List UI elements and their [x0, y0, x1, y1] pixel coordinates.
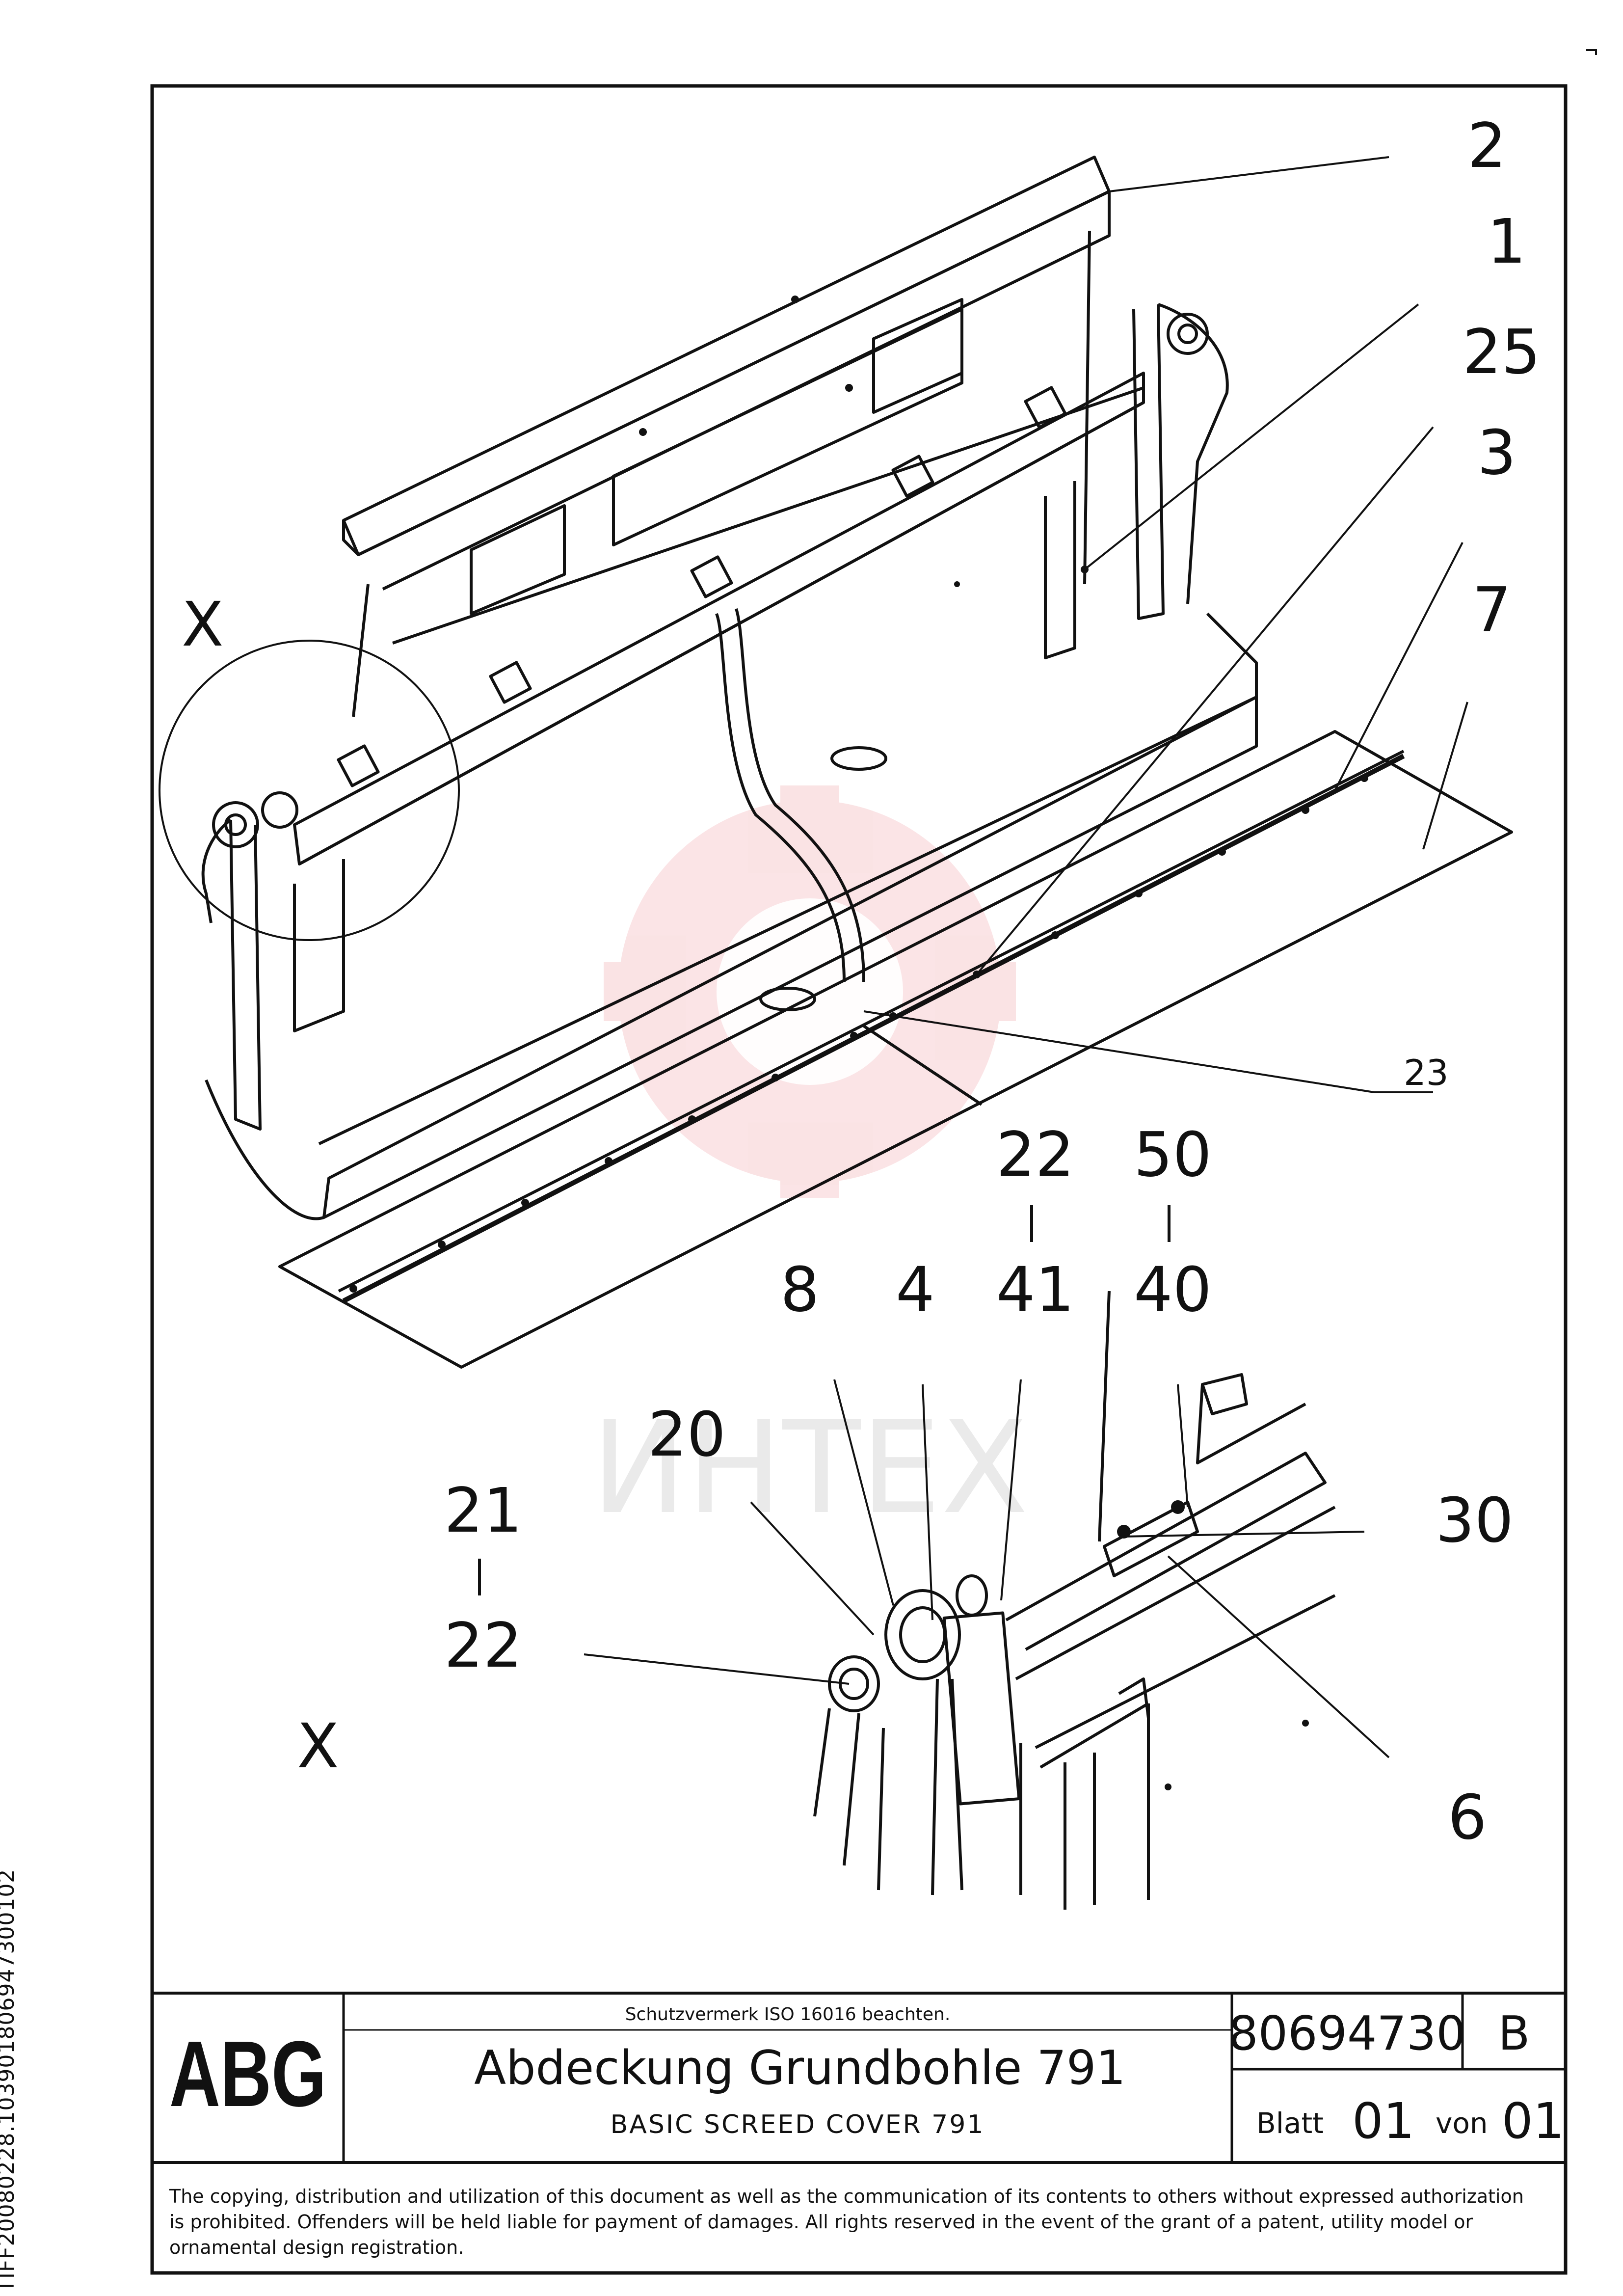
callout-7: 7 [1472, 574, 1512, 646]
detail-view-circle [159, 640, 460, 941]
title-english: BASIC SCREED COVER 791 [611, 2110, 985, 2139]
sheet-total: 01 [1502, 2092, 1564, 2150]
copyright-notice: The copying, distribution and utilizatio… [169, 2186, 1524, 2258]
view-marker-x: X [182, 589, 224, 660]
callout-21-22-top: 21 [444, 1475, 522, 1546]
watermark-text: ИНТЕХ [591, 1394, 1028, 1542]
sheet-label: Blatt [1256, 2107, 1324, 2140]
callout-20: 20 [648, 1399, 726, 1470]
archive-code: TIFF20080228.103901806947300102 [0, 1868, 19, 2293]
callout-30: 30 [1436, 1485, 1514, 1556]
title-block [152, 1992, 1566, 2164]
callout-1: 1 [1487, 206, 1526, 277]
callout-8: 8 [780, 1254, 820, 1325]
callout-50-40-top: 50 [1134, 1119, 1212, 1190]
detail-dots [1117, 1500, 1309, 1790]
callout-2: 2 [1467, 110, 1507, 182]
corner-mark [1586, 49, 1597, 55]
callout-21-22-bot: 22 [444, 1610, 522, 1681]
screed-cover-assembly [201, 156, 1513, 1369]
callout-6: 6 [1448, 1782, 1487, 1853]
callout-22-41-top: 22 [996, 1119, 1074, 1190]
detail-leader-lines [584, 1379, 1390, 1758]
callout-3: 3 [1477, 417, 1517, 488]
title-german: Abdeckung Grundbohle 791 [474, 2041, 1126, 2095]
detail-marker-x: X [297, 1711, 339, 1782]
callout-23: 23 [1404, 1052, 1449, 1093]
sheet-number: 01 [1352, 2092, 1414, 2150]
detail-view-assembly [813, 1291, 1336, 1910]
callout-4: 4 [896, 1254, 935, 1325]
callout-22-41-bot: 41 [996, 1254, 1074, 1325]
company-logo: ABG [169, 2022, 326, 2126]
of-label: von [1436, 2107, 1488, 2140]
revision-letter: B [1498, 2007, 1530, 2061]
callout-25: 25 [1463, 317, 1541, 388]
part-number: 80694730 [1228, 2007, 1466, 2061]
leader-lines [863, 156, 1468, 1093]
protection-note: Schutzvermerk ISO 16016 beachten. [625, 2004, 951, 2025]
rivet-dots [349, 296, 1368, 1293]
detail-callout-labels: 22 41 50 40 8 4 20 21 22 30 6 [444, 1119, 1514, 1853]
callout-labels: 2 1 25 3 7 23 [1404, 110, 1541, 1093]
callout-50-40-bot: 40 [1134, 1254, 1212, 1325]
drawing-frame [150, 84, 1568, 2275]
